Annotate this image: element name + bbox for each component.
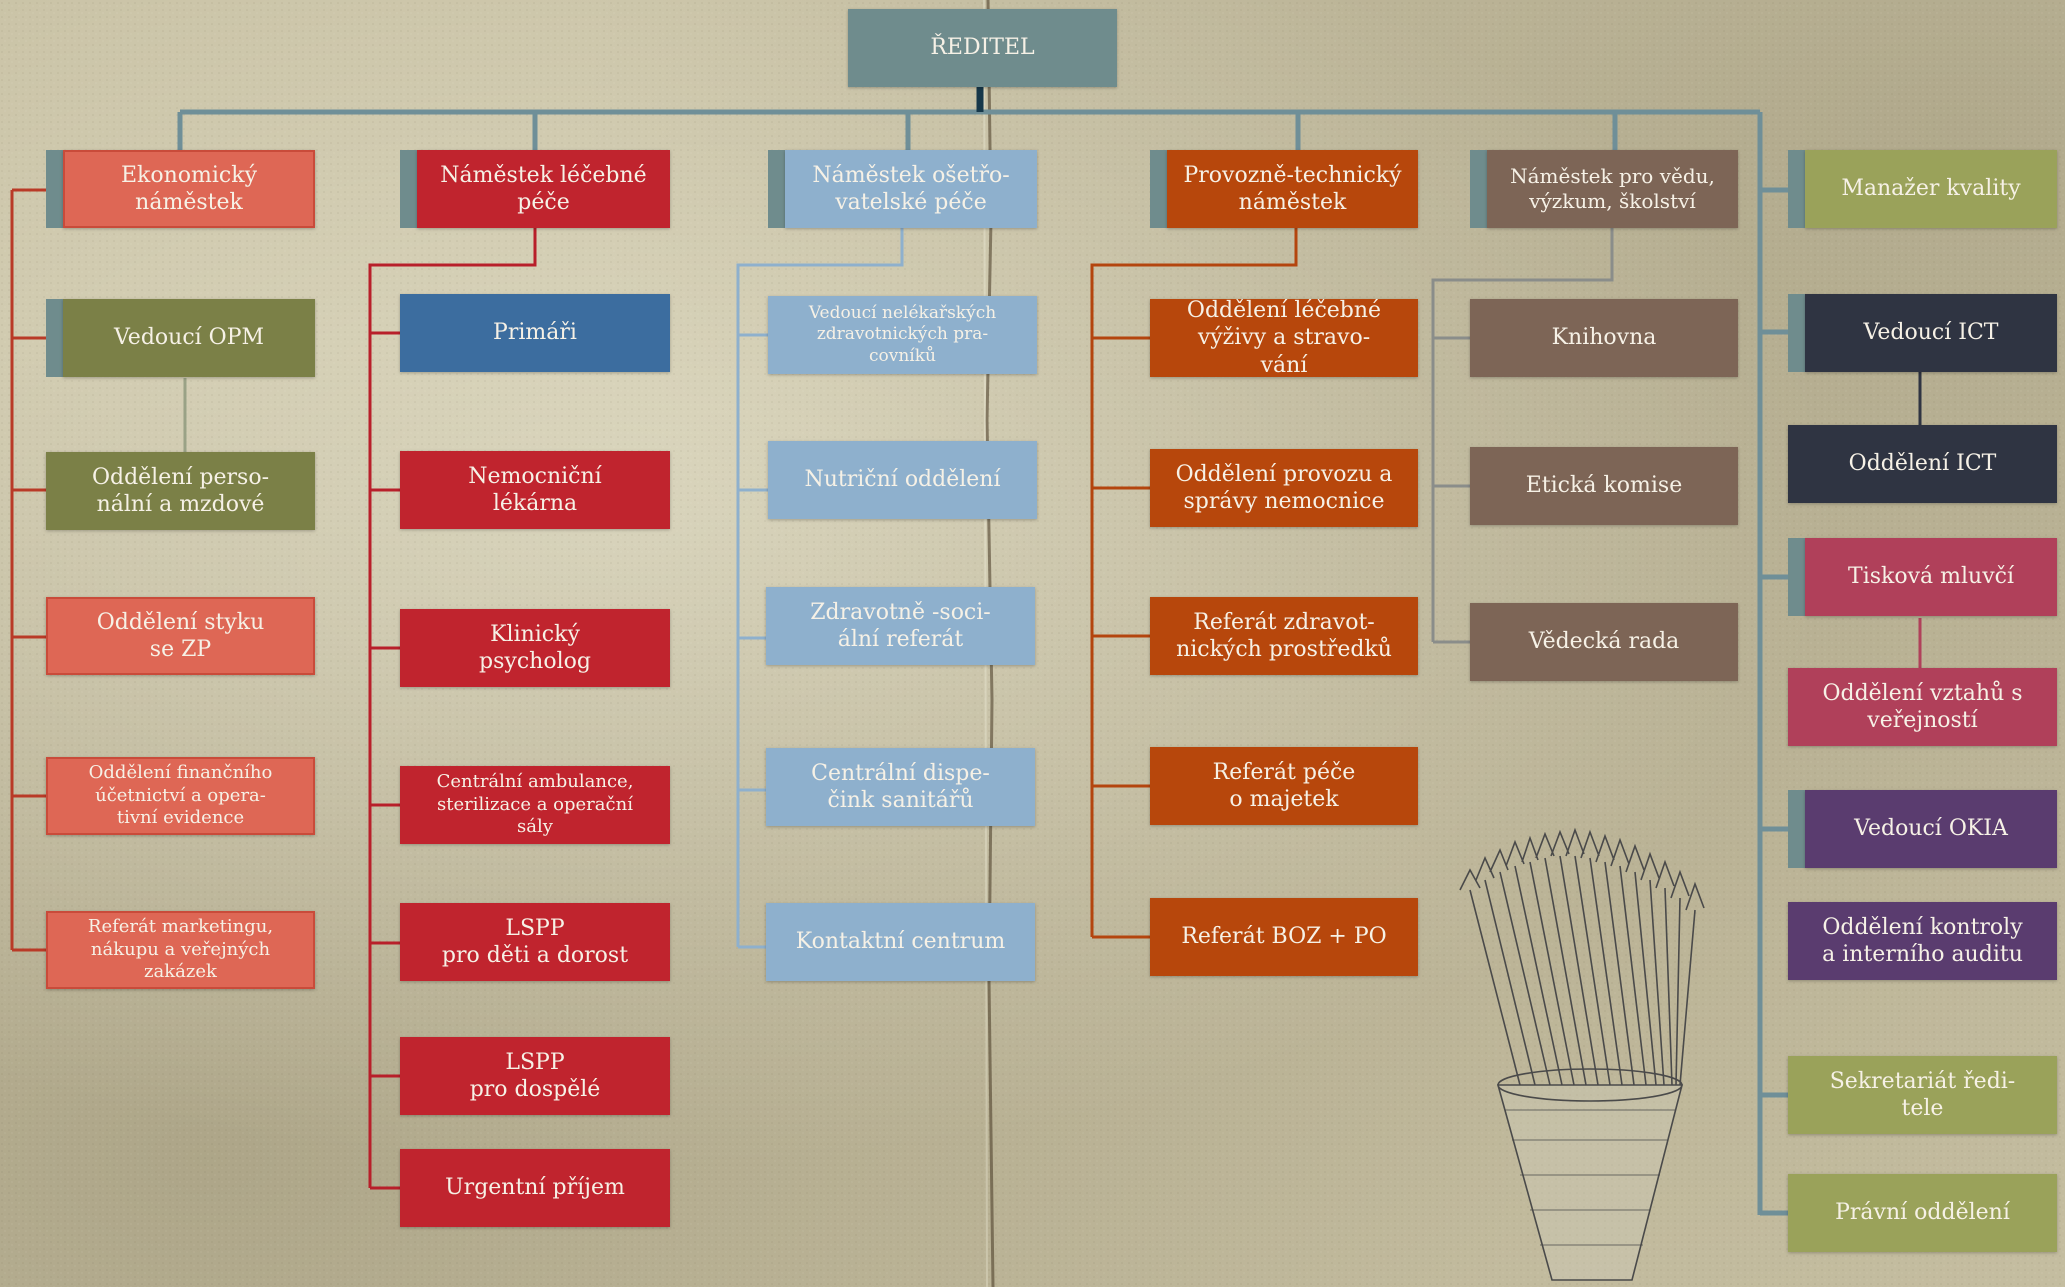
quality-manager-box[interactable]: Manažer kvality [1805, 150, 2057, 228]
medical-deputy-box[interactable]: Náměstek léčebné péče [417, 150, 670, 228]
nursing-connectors [736, 228, 904, 949]
orderly-dispatch-box[interactable]: Centrální dispe- čink sanitářů [766, 748, 1035, 826]
hospital-pharmacy-box[interactable]: Nemocniční lékárna [400, 451, 670, 529]
science-head-tab [1470, 150, 1487, 228]
nursing-deputy-label: Náměstek ošetřo- vatelské péče [812, 162, 1010, 216]
nutrition-dept-box[interactable]: Nutriční oddělení [768, 441, 1037, 519]
director-secretariat-label: Sekretariát ředi- tele [1829, 1068, 2016, 1122]
finance-accounting-label: Oddělení finančního účetnictví a opera- … [88, 762, 273, 829]
press-spokesperson-label: Tisková mluvčí [1848, 564, 2014, 590]
science-deputy-box[interactable]: Náměstek pro vědu, výzkum, školství [1487, 150, 1738, 228]
contact-center-box[interactable]: Kontaktní centrum [766, 903, 1035, 981]
audit-dept-label: Oddělení kontroly a interního auditu [1822, 914, 2023, 968]
clinical-nutrition-label: Oddělení léčebné výživy a stravo- vání [1186, 297, 1382, 378]
clinical-nutrition-box[interactable]: Oddělení léčebné výživy a stravo- vání [1150, 297, 1418, 378]
economic-head-tab [46, 150, 63, 228]
nursing-head-tab [768, 150, 785, 228]
technical-deputy-box[interactable]: Provozně-technický náměstek [1167, 150, 1418, 228]
director-secretariat-box[interactable]: Sekretariát ředi- tele [1788, 1056, 2057, 1134]
boz-po-box[interactable]: Referát BOZ + PO [1150, 898, 1418, 976]
ict-dept-label: Oddělení ICT [1848, 451, 1997, 477]
hr-payroll-label: Oddělení perso- nální a mzdové [91, 464, 270, 518]
operations-admin-label: Oddělení provozu a správy nemocnice [1175, 461, 1393, 515]
director-box[interactable]: ŘEDITEL [848, 9, 1117, 87]
finance-accounting-box[interactable]: Oddělení finančního účetnictví a opera- … [46, 757, 315, 835]
opm-tab [46, 299, 63, 377]
public-relations-box[interactable]: Oddělení vztahů s veřejností [1788, 668, 2057, 746]
hr-payroll-box[interactable]: Oddělení perso- nální a mzdové [46, 452, 315, 530]
property-care-box[interactable]: Referát péče o majetek [1150, 747, 1418, 825]
nutrition-dept-label: Nutriční oddělení [804, 467, 1001, 493]
emergency-intake-box[interactable]: Urgentní příjem [400, 1149, 670, 1227]
clinical-psychologist-label: Klinický psycholog [479, 621, 591, 675]
clinical-psychologist-box[interactable]: Klinický psycholog [400, 609, 670, 687]
chief-physicians-box[interactable]: Primáři [400, 294, 670, 372]
ict-head-box[interactable]: Vedoucí ICT [1805, 294, 2057, 372]
okia-head-label: Vedoucí OKIA [1854, 816, 2008, 842]
lspp-children-box[interactable]: LSPP pro děti a dorost [400, 903, 670, 981]
medical-connectors [368, 228, 537, 1190]
scientific-board-label: Vědecká rada [1528, 629, 1680, 655]
opm-head-label: Vedoucí OPM [113, 325, 265, 351]
ict-tab [1788, 294, 1805, 372]
health-social-label: Zdravotně -soci- ální referát [810, 599, 991, 653]
non-physician-staff-box[interactable]: Vedoucí nelékařských zdravotnických pra-… [768, 296, 1037, 374]
medical-head-tab [400, 150, 417, 228]
economic-deputy-label: Ekonomický náměstek [120, 162, 258, 216]
opm-head-box[interactable]: Vedoucí OPM [63, 299, 315, 377]
library-label: Knihovna [1551, 325, 1657, 351]
central-ambulance-label: Centrální ambulance, sterilizace a opera… [436, 771, 634, 838]
lspp-adults-box[interactable]: LSPP pro dospělé [400, 1037, 670, 1115]
lspp-adults-label: LSPP pro dospělé [469, 1049, 601, 1103]
economic-deputy-box[interactable]: Ekonomický náměstek [63, 150, 315, 228]
medical-devices-label: Referát zdravot- nických prostředků [1176, 609, 1392, 663]
quality-manager-label: Manažer kvality [1841, 176, 2021, 202]
health-social-box[interactable]: Zdravotně -soci- ální referát [766, 587, 1035, 665]
ethics-committee-label: Etická komise [1525, 473, 1683, 499]
economic-connectors [10, 188, 47, 952]
science-connectors [1431, 228, 1614, 644]
okia-tab [1788, 790, 1805, 868]
insurance-relations-box[interactable]: Oddělení styku se ZP [46, 597, 315, 675]
technical-connectors [1090, 228, 1298, 939]
hospital-pharmacy-label: Nemocniční lékárna [468, 463, 602, 517]
chief-physicians-label: Primáři [493, 320, 577, 346]
insurance-relations-label: Oddělení styku se ZP [96, 609, 265, 663]
medical-deputy-label: Náměstek léčebné péče [440, 162, 647, 216]
ethics-committee-box[interactable]: Etická komise [1470, 447, 1738, 525]
contact-center-label: Kontaktní centrum [795, 929, 1006, 955]
marketing-purchasing-label: Referát marketingu, nákupu a veřejných z… [87, 916, 274, 983]
public-relations-label: Oddělení vztahů s veřejností [1822, 680, 2023, 734]
orderly-dispatch-label: Centrální dispe- čink sanitářů [811, 760, 990, 814]
legal-dept-label: Právní oddělení [1835, 1200, 2010, 1226]
technical-deputy-label: Provozně-technický náměstek [1183, 162, 1402, 216]
legal-dept-box[interactable]: Právní oddělení [1788, 1174, 2057, 1252]
technical-head-tab [1150, 150, 1167, 228]
press-spokesperson-box[interactable]: Tisková mluvčí [1805, 538, 2057, 616]
audit-dept-box[interactable]: Oddělení kontroly a interního auditu [1788, 902, 2057, 980]
property-care-label: Referát péče o majetek [1212, 759, 1356, 813]
non-physician-staff-label: Vedoucí nelékařských zdravotnických pra-… [808, 303, 997, 366]
nursing-deputy-box[interactable]: Náměstek ošetřo- vatelské péče [785, 150, 1037, 228]
press-tab [1788, 538, 1805, 616]
medical-devices-box[interactable]: Referát zdravot- nických prostředků [1150, 597, 1418, 675]
science-deputy-label: Náměstek pro vědu, výzkum, školství [1510, 164, 1715, 213]
central-ambulance-box[interactable]: Centrální ambulance, sterilizace a opera… [400, 766, 670, 844]
operations-admin-box[interactable]: Oddělení provozu a správy nemocnice [1150, 449, 1418, 527]
pencil-cup-illustration [1459, 827, 1705, 1281]
director-label: ŘEDITEL [930, 35, 1035, 61]
lspp-children-label: LSPP pro děti a dorost [441, 915, 629, 969]
emergency-intake-label: Urgentní příjem [445, 1175, 625, 1201]
marketing-purchasing-box[interactable]: Referát marketingu, nákupu a veřejných z… [46, 911, 315, 989]
scientific-board-box[interactable]: Vědecká rada [1470, 603, 1738, 681]
boz-po-label: Referát BOZ + PO [1181, 924, 1387, 950]
quality-tab [1788, 150, 1805, 228]
ict-head-label: Vedoucí ICT [1863, 320, 1999, 346]
library-box[interactable]: Knihovna [1470, 299, 1738, 377]
okia-head-box[interactable]: Vedoucí OKIA [1805, 790, 2057, 868]
ict-dept-box[interactable]: Oddělení ICT [1788, 425, 2057, 503]
